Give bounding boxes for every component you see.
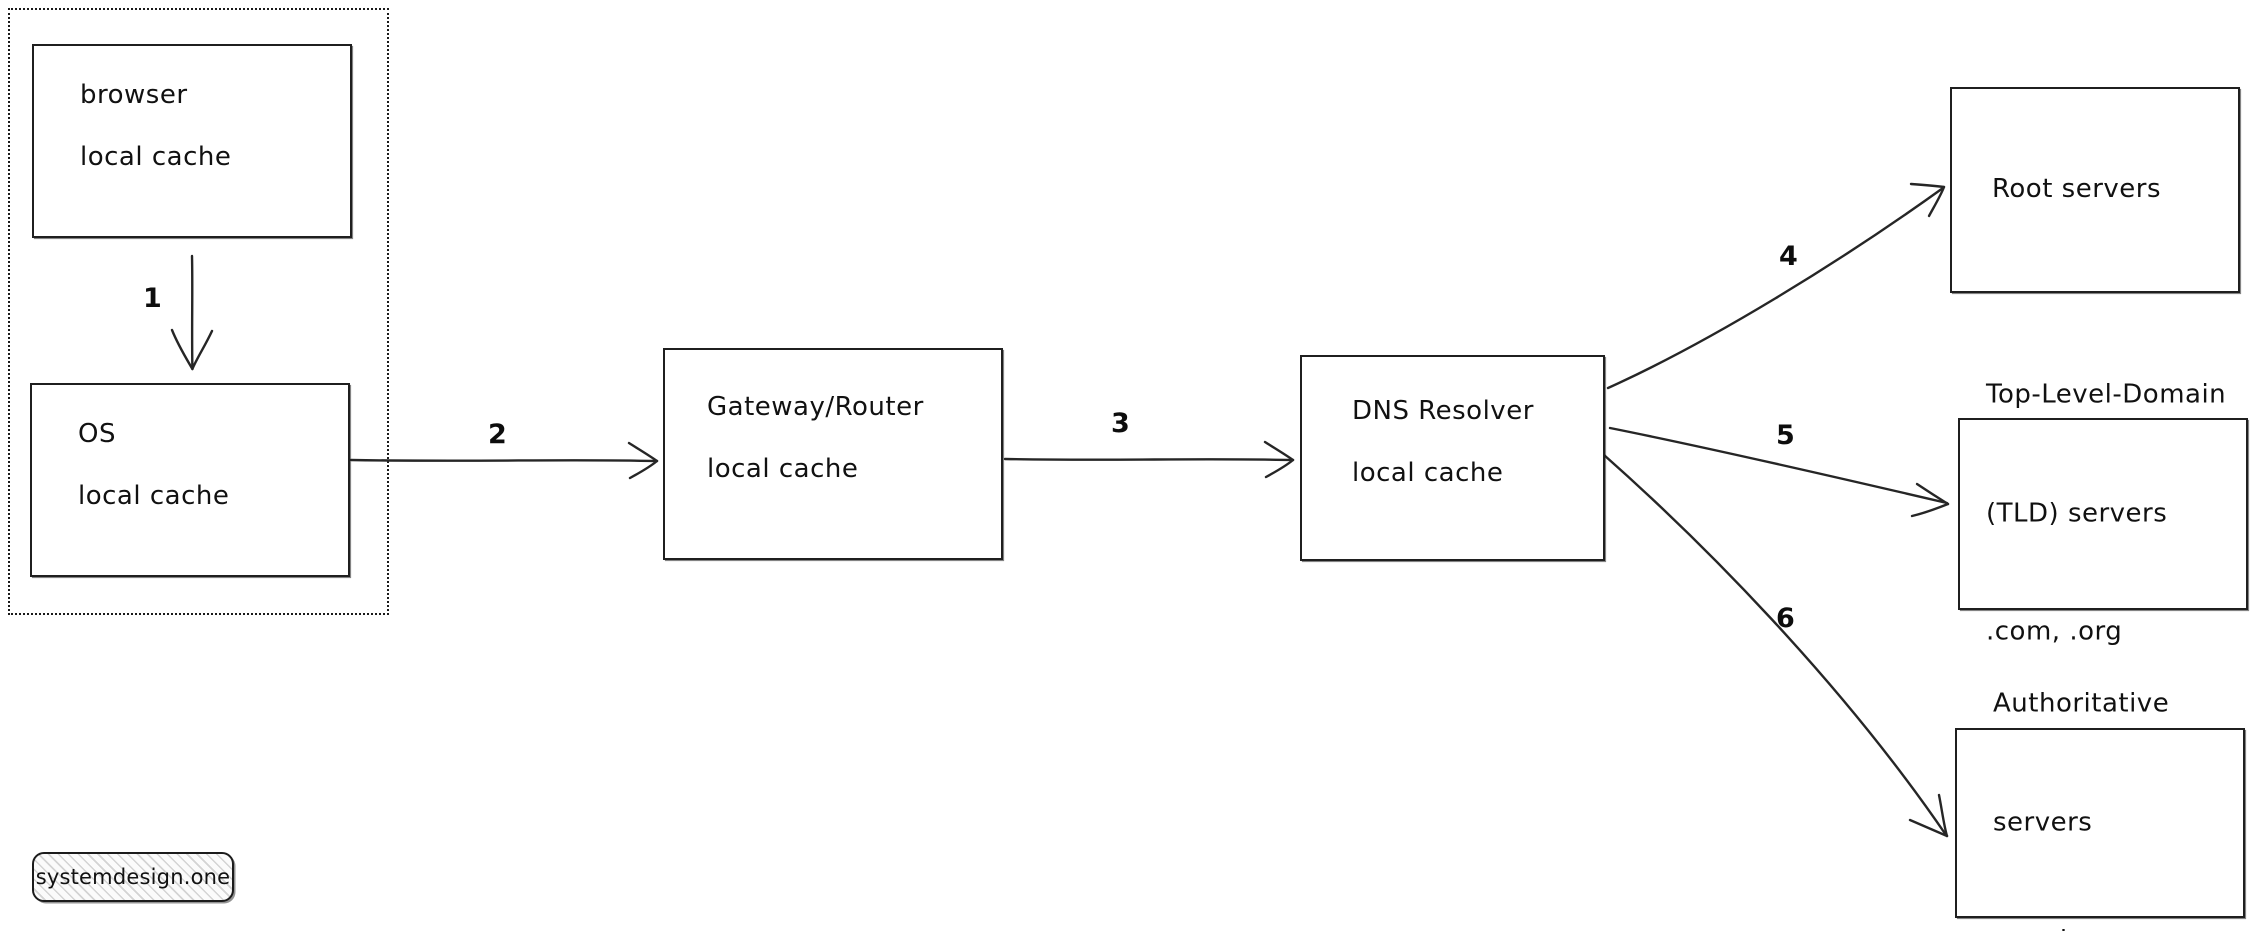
node-root-servers[interactable]: Root servers bbox=[1950, 87, 2240, 293]
node-browser-line-1: browser bbox=[80, 80, 188, 110]
node-gateway-line-1: Gateway/Router bbox=[707, 392, 924, 422]
node-os-line-2: local cache bbox=[78, 481, 230, 511]
watermark-label: systemdesign.one bbox=[35, 865, 231, 889]
watermark-badge[interactable]: systemdesign.one bbox=[32, 852, 234, 902]
node-authoritative-line-3: google.com bbox=[1993, 922, 2169, 931]
edge-label-6: 6 bbox=[1776, 603, 1795, 634]
edge-label-2: 2 bbox=[488, 419, 507, 450]
node-browser[interactable]: browser local cache bbox=[32, 44, 352, 238]
client-device-group bbox=[8, 8, 389, 615]
node-authoritative-servers-text: Authoritative servers google.com bbox=[1993, 606, 2169, 931]
node-tld-servers[interactable]: Top-Level-Domain (TLD) servers .com, .or… bbox=[1958, 380, 2248, 647]
node-gateway-line-2: local cache bbox=[707, 454, 859, 484]
node-tld-line-1: Top-Level-Domain bbox=[1986, 379, 2227, 410]
edge-label-5: 5 bbox=[1776, 420, 1795, 451]
edge-label-4: 4 bbox=[1779, 241, 1798, 272]
node-resolver-line-2: local cache bbox=[1352, 458, 1504, 488]
node-dns-resolver[interactable]: DNS Resolver local cache bbox=[1300, 355, 1605, 561]
node-authoritative-servers[interactable]: Authoritative servers google.com bbox=[1955, 689, 2245, 931]
node-tld-servers-text: Top-Level-Domain (TLD) servers .com, .or… bbox=[1986, 297, 2226, 732]
node-authoritative-line-1: Authoritative bbox=[1993, 688, 2170, 719]
edge-4-path bbox=[1606, 182, 1946, 390]
node-authoritative-line-2: servers bbox=[1993, 807, 2093, 838]
edge-3-path bbox=[1003, 440, 1295, 479]
node-browser-line-2: local cache bbox=[80, 142, 232, 172]
edge-label-3: 3 bbox=[1111, 408, 1130, 439]
node-gateway-router[interactable]: Gateway/Router local cache bbox=[663, 348, 1003, 560]
node-resolver-line-1: DNS Resolver bbox=[1352, 396, 1534, 426]
node-root-servers-label: Root servers bbox=[1992, 174, 2162, 205]
edge-label-1: 1 bbox=[143, 283, 162, 314]
node-tld-line-3: .com, .org bbox=[1986, 616, 2123, 647]
node-tld-line-2: (TLD) servers bbox=[1986, 498, 2168, 529]
node-os-line-1: OS bbox=[78, 419, 116, 449]
edge-6-path bbox=[1602, 453, 1949, 838]
node-os[interactable]: OS local cache bbox=[30, 383, 350, 577]
